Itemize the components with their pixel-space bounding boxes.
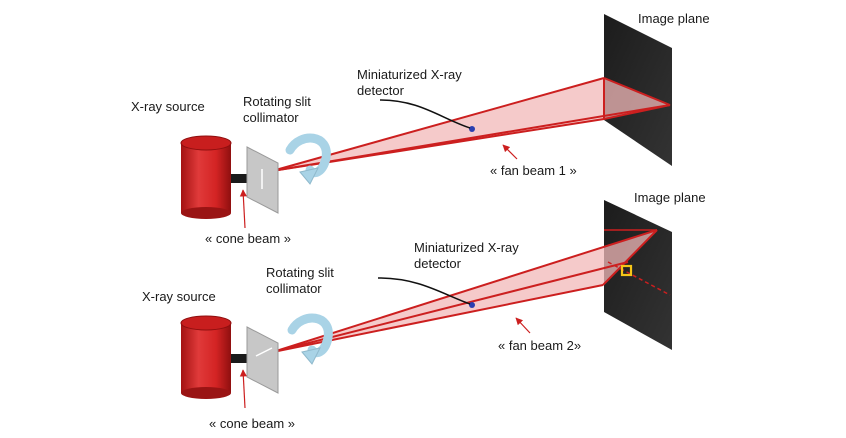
detector-label-line1: Miniaturized X-ray (357, 67, 462, 82)
fan-beam-pointer (515, 317, 531, 334)
image-plane-label: Image plane (638, 11, 710, 26)
plane-dashed-line (607, 261, 671, 296)
collimator-label-line1: Rotating slit (243, 94, 311, 109)
detector-leader (379, 99, 471, 129)
image-plane (604, 14, 672, 166)
cone-beam-label: « cone beam » (205, 231, 291, 246)
xray-source (180, 315, 265, 399)
detector-leader (377, 277, 471, 305)
detector-spot (620, 264, 633, 277)
collimator-label-line2: collimator (243, 110, 299, 125)
detector-dot (469, 302, 475, 308)
fan-beam-pointer (502, 144, 518, 160)
panel-bottom: Image plane Miniaturized X-ray detector … (142, 190, 706, 431)
image-plane-label: Image plane (634, 190, 706, 205)
detector-label-line1: Miniaturized X-ray (414, 240, 519, 255)
fan-beam-label: « fan beam 2» (498, 338, 581, 353)
collimator-label-line1: Rotating slit (266, 265, 334, 280)
cone-beam-pointer (239, 189, 247, 229)
source-label: X-ray source (142, 289, 216, 304)
fan-beam-label: « fan beam 1 » (490, 163, 577, 178)
image-plane (604, 200, 672, 350)
fan-beam (272, 78, 670, 171)
detector-dot (469, 126, 475, 132)
panel-top: Image plane Miniaturized X-ray detector … (131, 11, 710, 246)
cone-beam-pointer (239, 369, 247, 409)
detector-label-line2: detector (357, 83, 405, 98)
slit-collimator (246, 326, 279, 394)
collimator-label-line2: collimator (266, 281, 322, 296)
cone-beam-label: « cone beam » (209, 416, 295, 431)
detector-label-line2: detector (414, 256, 462, 271)
source-label: X-ray source (131, 99, 205, 114)
